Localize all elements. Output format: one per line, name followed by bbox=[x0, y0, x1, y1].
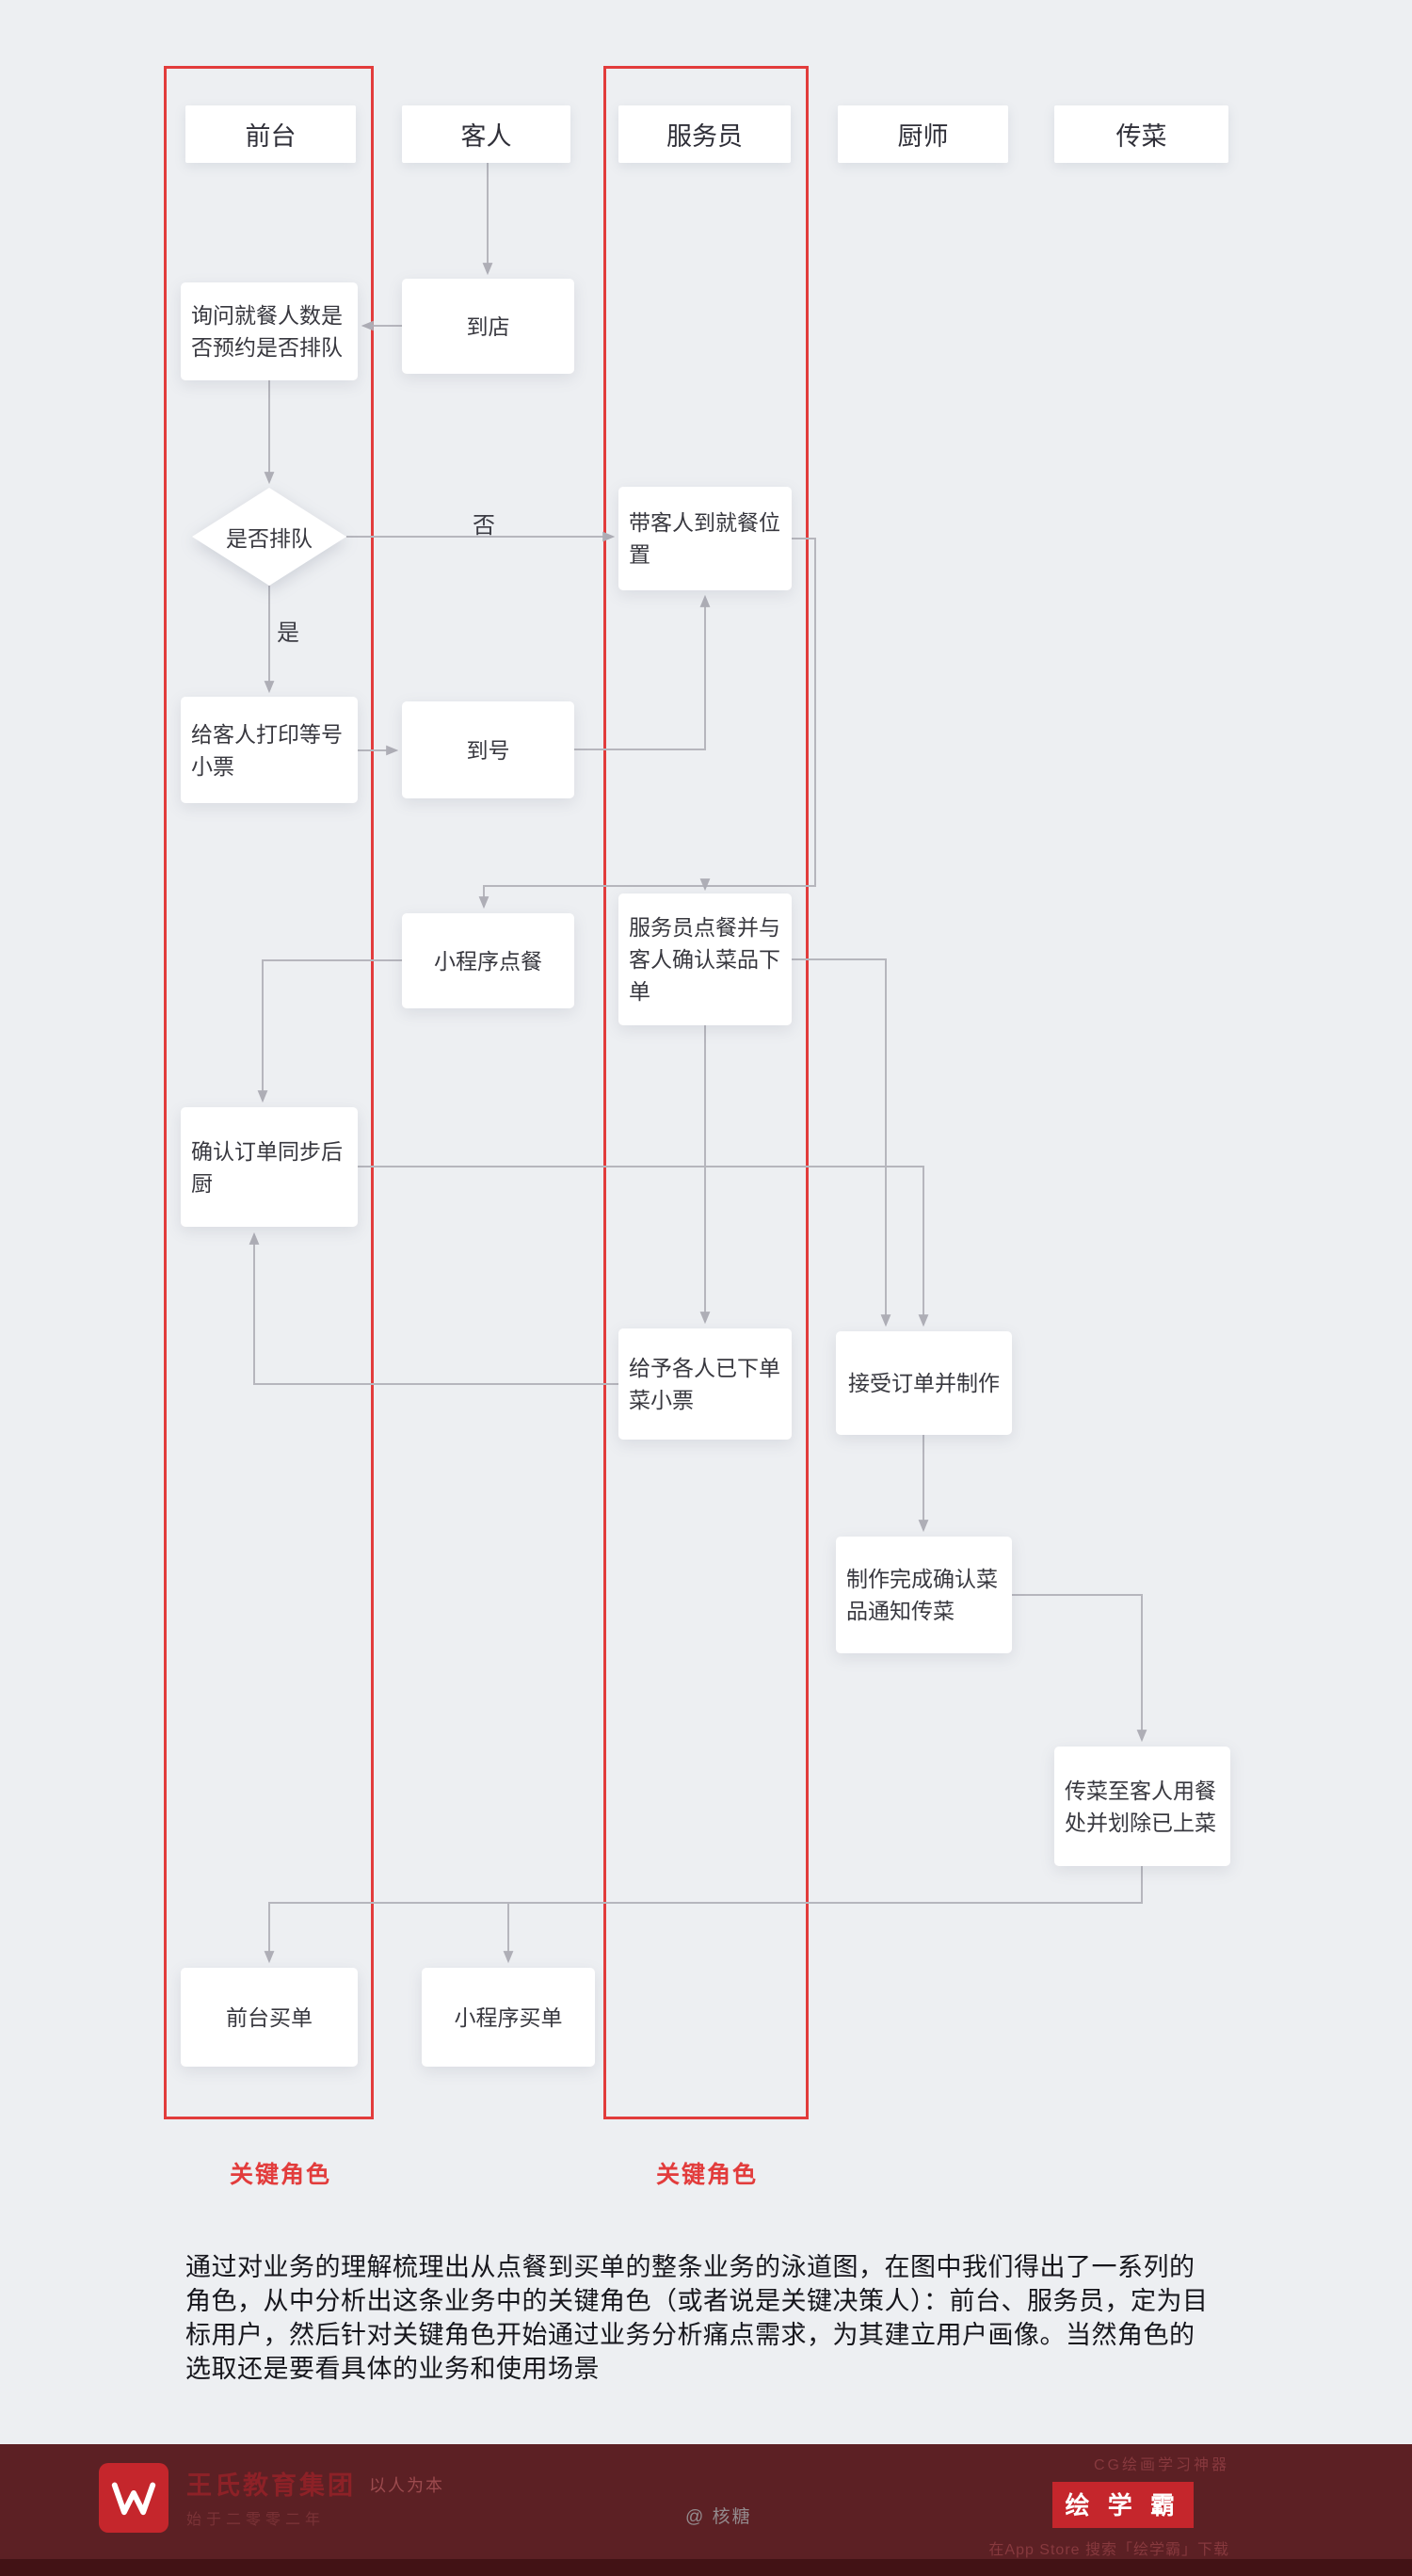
node-label: 给客人打印等号小票 bbox=[191, 721, 343, 779]
node-label: 传菜至客人用餐处并划除已上菜 bbox=[1065, 1778, 1216, 1835]
app-name-badge: 绘 学 霸 bbox=[1051, 2482, 1194, 2528]
node-label: 服务员点餐并与客人确认菜品下单 bbox=[629, 915, 780, 1004]
node-label: 带客人到就餐位置 bbox=[629, 510, 780, 567]
node-label: 到号 bbox=[466, 737, 510, 763]
node-print-ticket: 给客人打印等号小票 bbox=[181, 697, 358, 803]
node-label: 询问就餐人数是否预约是否排队 bbox=[191, 303, 343, 360]
decision-label: 是否排队 bbox=[226, 526, 313, 551]
lane-header-waiter: 服务员 bbox=[618, 105, 791, 163]
lane-header-runner: 传菜 bbox=[1054, 105, 1228, 163]
node-label: 到店 bbox=[466, 314, 510, 339]
brand-tagline: 以人为本 bbox=[369, 2476, 444, 2495]
brand-name: 王氏教育集团 bbox=[186, 2471, 356, 2500]
node-label: 前台买单 bbox=[226, 2004, 313, 2030]
node-deliver-dishes: 传菜至客人用餐处并划除已上菜 bbox=[1054, 1747, 1230, 1866]
key-role-caption-front-desk: 关键角色 bbox=[230, 2162, 332, 2188]
lane-header-front-desk: 前台 bbox=[185, 105, 356, 163]
node-pay-front-desk: 前台买单 bbox=[181, 1968, 358, 2067]
lane-header-chef: 厨师 bbox=[838, 105, 1008, 163]
node-confirm-sync-kitchen: 确认订单同步后厨 bbox=[181, 1107, 358, 1227]
key-role-caption-waiter: 关键角色 bbox=[656, 2162, 759, 2188]
author-watermark: @ 核糖 bbox=[685, 2507, 752, 2527]
promo-line-top: CG绘画学习神器 bbox=[1093, 2457, 1229, 2473]
node-label: 给予各人已下单菜小票 bbox=[629, 1356, 780, 1412]
footer: 王氏教育集团 以人为本 始于二零零二年 @ 核糖 CG绘画学习神器 绘 学 霸 … bbox=[0, 2444, 1412, 2576]
node-label: 确认订单同步后厨 bbox=[191, 1138, 343, 1196]
node-accept-and-make: 接受订单并制作 bbox=[836, 1331, 1012, 1435]
node-miniapp-order: 小程序点餐 bbox=[402, 913, 574, 1008]
node-number-called: 到号 bbox=[402, 701, 574, 798]
lane-header-label: 服务员 bbox=[666, 122, 743, 151]
branch-label-no: 否 bbox=[473, 513, 495, 539]
node-done-notify-runner: 制作完成确认菜品通知传菜 bbox=[836, 1537, 1012, 1653]
node-pay-miniapp: 小程序买单 bbox=[422, 1968, 595, 2067]
edge-done-to-deliver bbox=[1012, 1594, 1147, 1743]
brand-logo-icon bbox=[99, 2463, 168, 2533]
brand-subtitle: 始于二零零二年 bbox=[186, 2512, 326, 2528]
lane-header-label: 客人 bbox=[460, 122, 512, 151]
node-waiter-order: 服务员点餐并与客人确认菜品下单 bbox=[618, 894, 792, 1025]
node-label: 小程序买单 bbox=[454, 2004, 563, 2030]
node-ask-party-size: 询问就餐人数是否预约是否排队 bbox=[181, 282, 358, 380]
branch-label-yes: 是 bbox=[277, 620, 299, 646]
node-label: 制作完成确认菜品通知传菜 bbox=[846, 1567, 998, 1623]
node-seat-guest: 带客人到就餐位置 bbox=[618, 487, 792, 590]
analysis-description: 通过对业务的理解梳理出从点餐到买单的整条业务的泳道图，在图中我们得出了一系列的角… bbox=[185, 2253, 1209, 2383]
key-role-outline-waiter bbox=[603, 66, 809, 2119]
lane-header-guest: 客人 bbox=[402, 105, 570, 163]
lane-header-label: 传菜 bbox=[1115, 122, 1167, 151]
promo-line-bottom: 在App Store 搜索「绘学霸」下载 bbox=[988, 2542, 1229, 2558]
lane-header-label: 前台 bbox=[245, 122, 297, 151]
node-give-ticket: 给予各人已下单菜小票 bbox=[618, 1328, 792, 1440]
node-label: 小程序点餐 bbox=[434, 948, 542, 974]
footer-bottom-strip bbox=[0, 2559, 1412, 2576]
decision-queue: 是否排队 bbox=[192, 488, 346, 586]
w-glyph-icon bbox=[111, 2482, 156, 2516]
lane-header-label: 厨师 bbox=[897, 122, 949, 151]
node-label: 接受订单并制作 bbox=[848, 1371, 1000, 1395]
node-arrive: 到店 bbox=[402, 279, 574, 374]
